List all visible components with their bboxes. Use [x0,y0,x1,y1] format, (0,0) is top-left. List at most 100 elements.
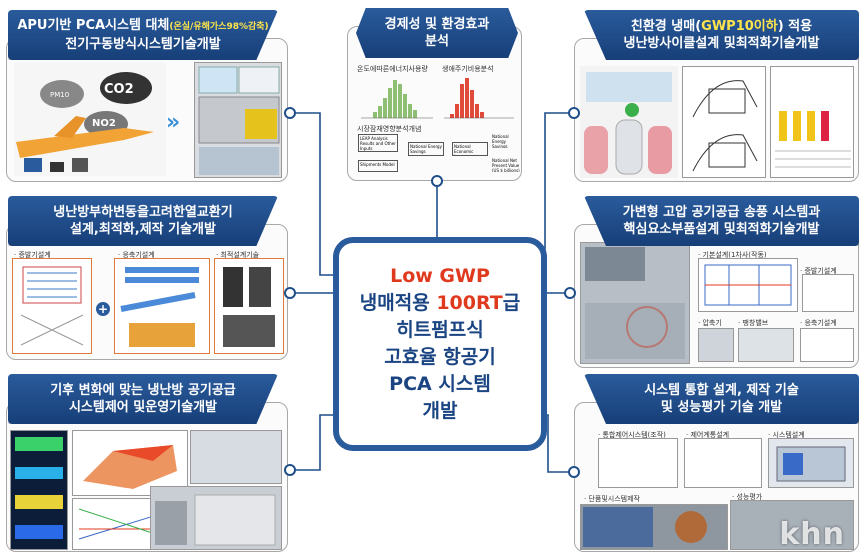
evaporator-drawing [20,266,84,346]
connector-dot-bottom-left [284,464,296,476]
pca-unit-image [194,62,282,178]
title-eco-refrigerant: 친환경 냉매( [630,19,702,34]
banner-apu-line1: APU기반 PCA시스템 대체(온실/유해가스98%감축) [17,17,268,36]
ground-units-image [150,486,282,550]
center-title-pca: PCA 시스템 [389,373,491,395]
control-ui-image [190,430,282,484]
pm10-label: PM10 [50,91,70,99]
title-economic: 경제성 및 환경효과 [384,17,490,32]
flow-box-quads: National Energy Savings (Quads) [492,134,509,148]
condenser-image [114,258,210,354]
plus-icon: + [96,302,110,316]
evaporator-image [12,258,92,354]
flow-box-economic: National Economic Impacts [452,142,488,156]
ph-diagram-image [682,66,766,178]
pca-unit-illustration [198,66,280,175]
banner-integration: 시스템 통합 설계, 제작 기술 및 성능평가 기술 개발 [584,374,859,424]
flow-box-savings: National Energy Savings [408,142,444,156]
label-system-design: · 시스템설계 [768,431,805,439]
center-title-box: Low GWP 냉매적용 100RT급 히트펌프식 고효율 항공기 PCA 시스… [333,237,547,451]
label-energy-use: 온도에따른에너지사용량 [357,65,428,73]
title-hx-design: 설계,최적화,제작 기술개발 [70,222,216,237]
compressor-image [698,328,734,362]
center-title-development: 개발 [422,400,458,422]
units-illustration [155,494,276,546]
surface-plot-image [72,430,188,496]
performance-photos [730,500,854,550]
ph-diagram-illustration [692,80,758,172]
center-title-low-gwp: Low GWP [390,265,490,287]
basic-design-drawing [698,258,798,312]
cylinders-illustration [584,72,672,175]
center-title-line2: 냉매적용 100RT급 [360,290,520,317]
label-evaporator: · 증발기설계 [14,251,51,259]
arrow-icon: » [166,110,181,135]
center-title-refrigerant: 냉매적용 [359,292,430,314]
connector-dot-top-mid [431,175,443,187]
evaporator-design-drawing [802,274,854,312]
label-condenser: · 응축기설계 [118,251,155,259]
label-integrated-control: · 통합제어시스템(조작) [598,431,666,439]
label-compressor: · 압축기 [698,319,722,327]
banner-economic-analysis: 경제성 및 환경효과 분석 [356,8,518,58]
title-analysis: 분석 [425,34,449,49]
expansion-valve-image [738,328,794,362]
title-gwp-limit: GWP10이하 [701,19,778,34]
connector-dot-bottom-right [568,466,580,478]
title-climate-change: 기후 변화에 맞는 냉난방 공기공급 [50,383,236,398]
label-control-design: · 제어계통설계 [686,431,730,439]
label-performance-test: · 성능평가 [732,493,763,501]
label-optimal-design: · 최적설계기술 [216,251,260,259]
connector-dot-mid-right [564,287,576,299]
flow-box-npv: National Net Present Value (US $ billion… [492,158,520,172]
title-apply: ) 적용 [777,19,813,34]
label-condenser-design: · 응축기설계 [800,319,837,327]
connector-dot-top-left [284,107,296,119]
title-core-parts: 핵심요소부품설계 및최적화기술개발 [623,222,820,237]
system-3d-illustration [776,446,846,482]
connector-dot-top-right [568,107,580,119]
control-design-drawing [684,438,762,488]
condenser-drawing [120,267,199,347]
refrigerant-cylinders-image [580,66,678,178]
title-apu: APU기반 PCA시스템 대체 [17,18,170,33]
energy-histogram [361,80,433,119]
connector-dot-mid-left [284,287,296,299]
banner-refrigerant-line1: 친환경 냉매(GWP10이하) 적용 [631,18,812,35]
banner-blower-system: 가변형 고압 공기공급 송풍 시스템과 핵심요소부품설계 및최적화기술개발 [584,196,859,246]
title-emission-cut: (온실/유해가스98%감축) [169,22,269,32]
title-integration-design: 시스템 통합 설계, 제작 기술 [644,383,799,398]
label-expansion-valve: · 팽창밸브 [738,319,769,327]
integrated-control-drawing [598,438,678,488]
center-title-aircraft: 고효율 항공기 [384,346,496,368]
title-load-variation: 냉난방부하변동을고려한열교환기 [53,205,233,220]
aircraft-emissions-image [14,62,166,176]
banner-heat-exchanger: 냉난방부하변동을고려한열교환기 설계,최적화,제작 기술개발 [8,196,278,246]
manufacturing-photos [580,504,728,550]
center-title-class: 급 [502,292,521,314]
blower-illustration [585,247,685,359]
title-cycle-design: 냉난방사이클설계 및최적화기술개발 [623,36,820,51]
blower-photo [580,242,690,364]
condenser-design-image [800,328,854,362]
system-design-image [768,438,854,488]
optimal-design-drawing [223,267,275,347]
title-control-operation: 시스템제어 및운영기술개발 [68,400,218,415]
surface-plot [83,445,177,489]
schematic-illustration [704,264,792,306]
label-lcc: 생애주기비용분석 [442,65,494,73]
title-blower: 가변형 고압 공기공급 송풍 시스템과 [622,205,821,220]
emission-illustration [16,72,154,172]
title-electric-drive: 전기구동방식시스템기술개발 [65,37,221,52]
watermark: khn [779,517,845,552]
optimal-design-image [214,258,284,354]
simulation-images [10,430,68,550]
label-market-impact: 시장잠재영향분석개념 [357,125,422,133]
cycle-table-illustration [775,111,851,168]
center-title-capacity: 100RT [436,292,503,314]
label-evaporator-design: · 증발기설계 [800,267,837,275]
banner-control-system: 기후 변화에 맞는 냉난방 공기공급 시스템제어 및운영기술개발 [8,374,278,424]
cycle-table-image [770,66,854,178]
lcc-histogram [444,78,514,119]
flow-box-leap: LEAP Analysis Results and Other Inputs [358,134,398,152]
